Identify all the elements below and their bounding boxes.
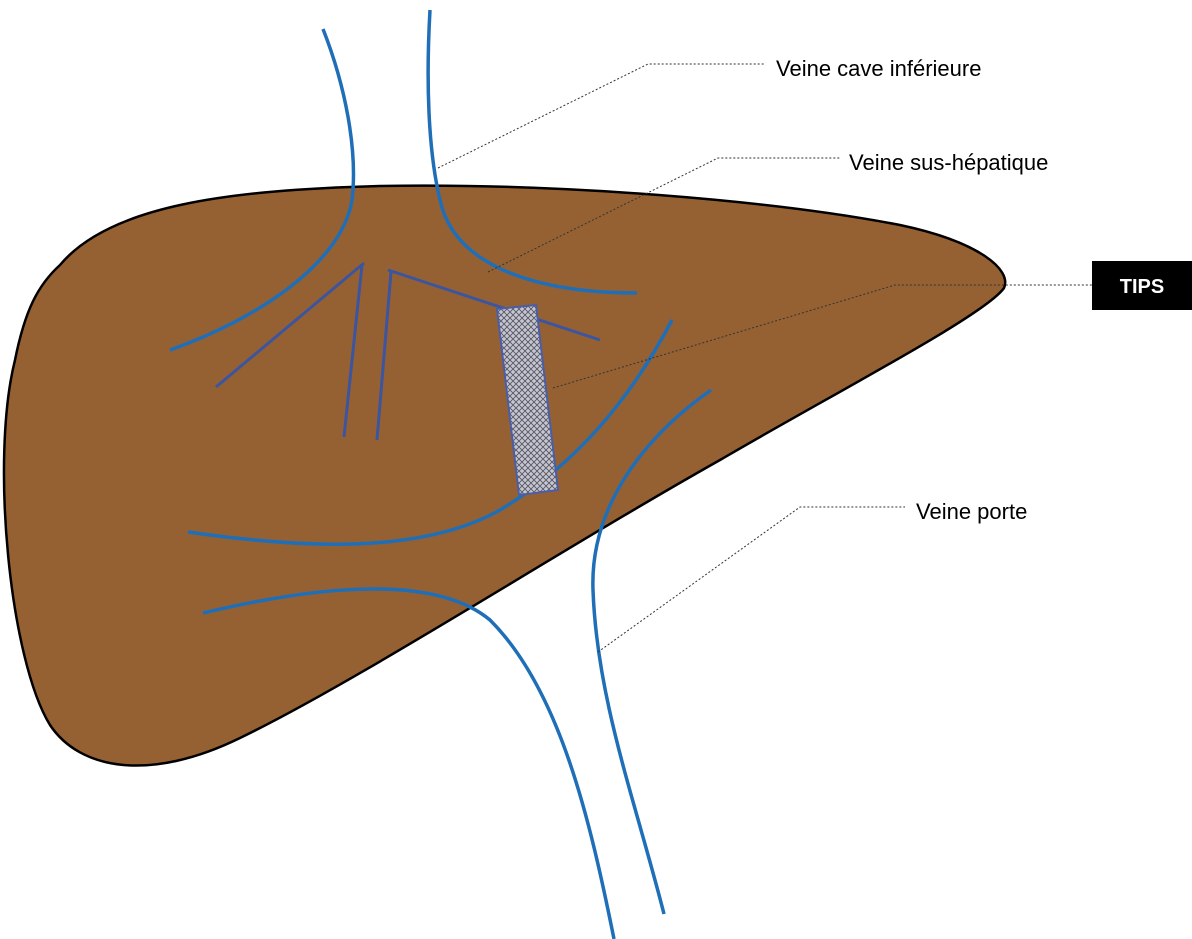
liver-shape	[4, 186, 1005, 766]
leader-ivc	[438, 64, 765, 168]
label-hepatic-vein: Veine sus-hépatique	[849, 150, 1048, 175]
label-portal-vein: Veine porte	[916, 499, 1027, 524]
label-tips: TIPS	[1120, 276, 1164, 298]
label-ivc: Veine cave inférieure	[776, 56, 981, 81]
leader-portal-vein	[598, 507, 905, 652]
